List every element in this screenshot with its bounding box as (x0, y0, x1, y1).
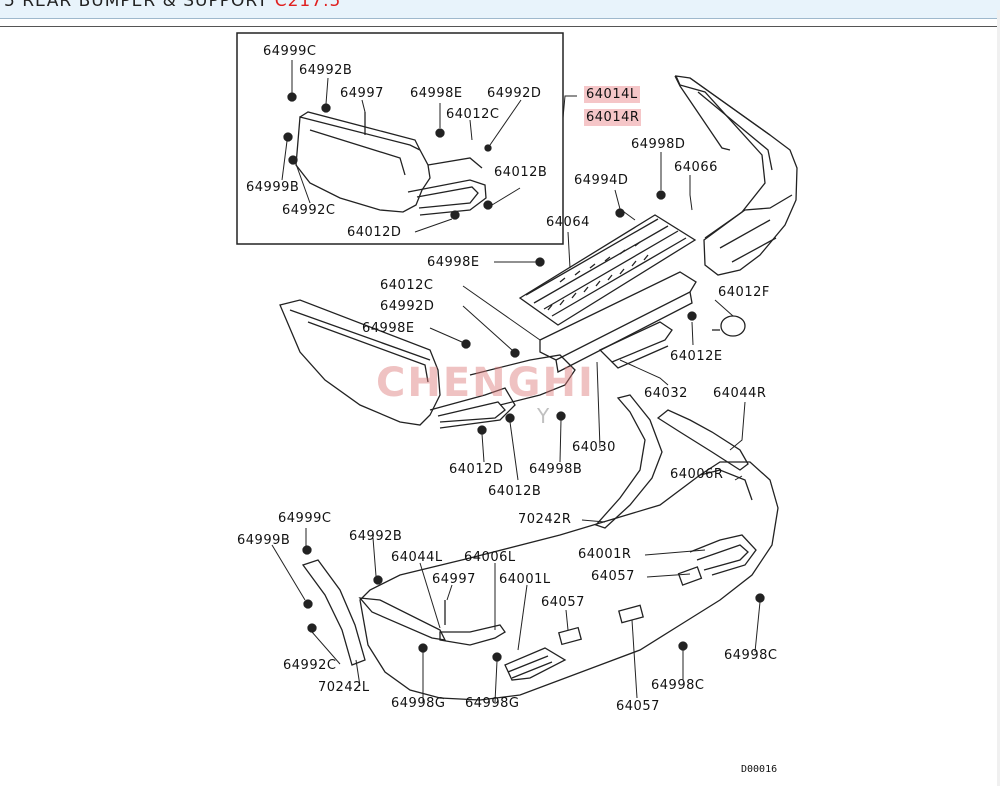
callout-64998G-b[interactable]: 64998G (465, 696, 520, 711)
callout-64999B-b[interactable]: 64999B (237, 533, 291, 548)
callout-64001R[interactable]: 64001R (578, 547, 632, 562)
pad-64057-c (557, 626, 583, 646)
title-divider (0, 26, 1000, 27)
callout-64001L[interactable]: 64001L (499, 572, 551, 587)
diagram-code: D00016 (741, 764, 778, 775)
callout-64992B-b[interactable]: 64992B (349, 529, 403, 544)
callout-64997[interactable]: 64997 (340, 86, 384, 101)
pad-64057-b (618, 604, 644, 624)
bracket-64032 (598, 321, 673, 369)
callout-64012B-b[interactable]: 64012B (488, 484, 542, 499)
bracket-70242L (301, 559, 366, 666)
bracket-64006L (439, 624, 506, 646)
lower-bumper (359, 461, 779, 701)
callout-64014L[interactable]: 64014L (584, 86, 640, 103)
callout-64012C[interactable]: 64012C (446, 107, 500, 122)
callout-64032[interactable]: 64032 (644, 386, 688, 401)
callout-70242R[interactable]: 70242R (518, 512, 572, 527)
callout-64044L[interactable]: 64044L (391, 550, 443, 565)
callout-64064[interactable]: 64064 (546, 215, 590, 230)
window-title-bar: 5 REAR BUMPER & SUPPORT C217.5 (0, 0, 1000, 19)
callout-64012E[interactable]: 64012E (670, 349, 723, 364)
callout-64006R[interactable]: 64006R (670, 467, 724, 482)
callout-64030[interactable]: 64030 (572, 440, 616, 455)
callout-64999C[interactable]: 64999C (263, 44, 317, 59)
callout-70242L[interactable]: 70242L (318, 680, 370, 695)
upper-right-bumper (674, 75, 798, 276)
callout-64998C-b[interactable]: 64998C (724, 648, 778, 663)
callout-64994D[interactable]: 64994D (574, 173, 629, 188)
middle-bumper-part (279, 299, 576, 429)
callout-64006L[interactable]: 64006L (464, 550, 516, 565)
bracket-64044L (358, 597, 447, 641)
inset-bumper-part (295, 111, 487, 216)
callout-64012D-b[interactable]: 64012D (449, 462, 504, 477)
callout-64057-c[interactable]: 64057 (616, 699, 660, 714)
callout-64012D[interactable]: 64012D (347, 225, 402, 240)
bumper-support-64064 (518, 214, 697, 326)
callout-64998E-b[interactable]: 64998E (427, 255, 480, 270)
callout-64999C-b[interactable]: 64999C (278, 511, 332, 526)
inset-box (236, 32, 564, 245)
pad-64057-a (677, 566, 703, 586)
leader-lines (271, 60, 761, 703)
clip-64012F (712, 315, 746, 337)
page-title: 5 REAR BUMPER & SUPPORT C217.5 (4, 0, 342, 11)
callout-64998E-c[interactable]: 64998E (362, 321, 415, 336)
callout-64992B[interactable]: 64992B (299, 63, 353, 78)
callout-64998E[interactable]: 64998E (410, 86, 463, 101)
callout-64992C[interactable]: 64992C (282, 203, 336, 218)
callout-64012C-b[interactable]: 64012C (380, 278, 434, 293)
callout-64998D[interactable]: 64998D (631, 137, 686, 152)
energy-absorber-64030 (539, 271, 697, 373)
callout-64992D[interactable]: 64992D (487, 86, 542, 101)
callout-64012F[interactable]: 64012F (718, 285, 770, 300)
callout-64057-a[interactable]: 64057 (591, 569, 635, 584)
watermark-sub: Y (537, 404, 550, 428)
bracket-64044R (656, 409, 749, 471)
callout-64044R[interactable]: 64044R (713, 386, 767, 401)
callout-64998G-a[interactable]: 64998G (391, 696, 446, 711)
callout-64057-b[interactable]: 64057 (541, 595, 585, 610)
callout-64012B[interactable]: 64012B (494, 165, 548, 180)
callout-64992C-b[interactable]: 64992C (283, 658, 337, 673)
callout-64066[interactable]: 64066 (674, 160, 718, 175)
callout-64998B[interactable]: 64998B (529, 462, 583, 477)
callout-64999B[interactable]: 64999B (246, 180, 300, 195)
watermark-brand: CHENGHI (376, 360, 595, 406)
callout-64014R[interactable]: 64014R (584, 109, 642, 126)
scrollbar-edge[interactable] (997, 10, 1000, 786)
callout-64992D-b[interactable]: 64992D (380, 299, 435, 314)
callout-64997-b[interactable]: 64997 (432, 572, 476, 587)
callout-64998C-a[interactable]: 64998C (651, 678, 705, 693)
bracket-70242R (594, 394, 663, 529)
